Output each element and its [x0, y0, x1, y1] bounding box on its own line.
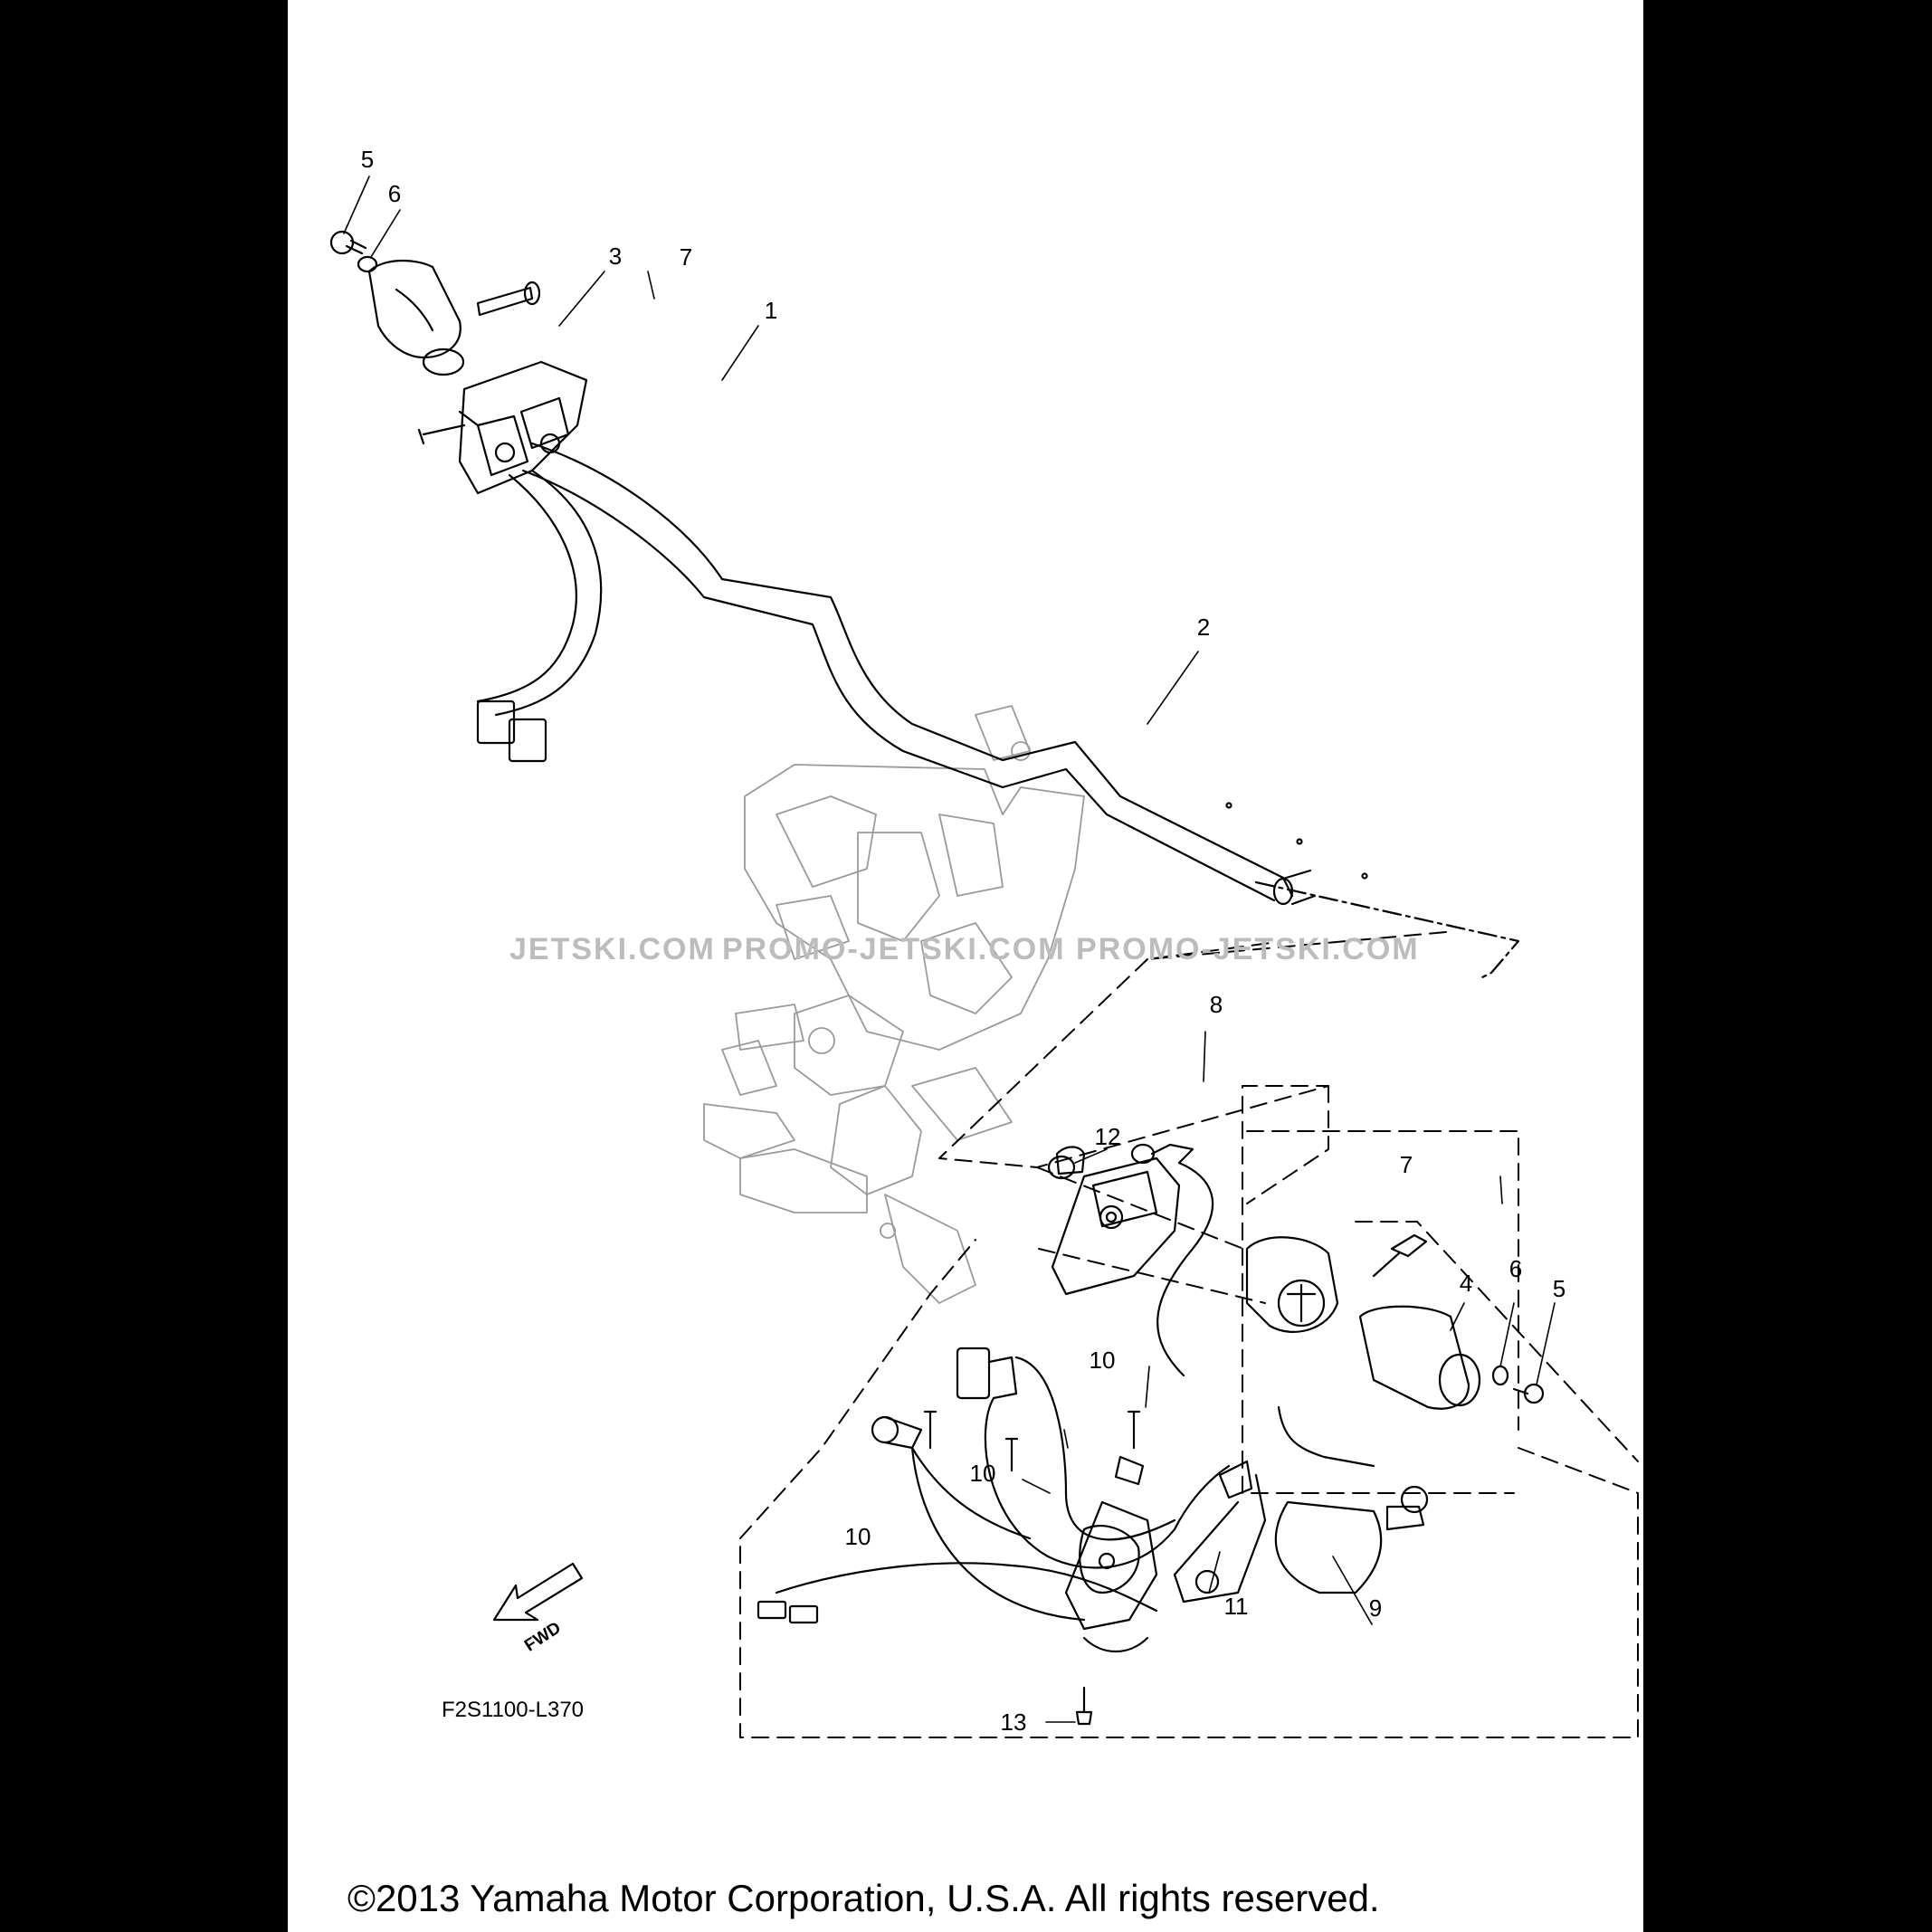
- callout-5-right: 5: [1552, 1275, 1566, 1302]
- diagram-sheet: JETSKI.COM PROMO-JETSKI.COM PROMO-JETSKI…: [288, 0, 1643, 1932]
- callout-13: 13: [1000, 1708, 1027, 1736]
- callout-3: 3: [608, 243, 623, 270]
- callout-6-left: 6: [387, 180, 402, 207]
- callout-7-left: 7: [679, 243, 693, 271]
- callout-2: 2: [1196, 614, 1211, 641]
- callout-10-left: 10: [844, 1523, 871, 1550]
- exploded-parts-drawing: [329, 176, 1639, 1738]
- lanyard-clip: [1274, 1405, 1429, 1594]
- callout-5-left: 5: [360, 146, 375, 173]
- callout-12: 12: [1094, 1123, 1121, 1150]
- left-harness: [476, 469, 603, 763]
- callout-9: 9: [1368, 1594, 1383, 1622]
- small-screws: [923, 1146, 1145, 1486]
- switch-bracket: [1064, 1500, 1220, 1726]
- watermark-left: JETSKI.COM: [509, 932, 716, 966]
- steering-column-assembly: [703, 705, 1085, 1304]
- switch-wiring: [757, 1347, 1267, 1624]
- right-grip-group: [1245, 1233, 1545, 1410]
- left-grip-group: [329, 230, 541, 376]
- left-switch-housing: [417, 360, 588, 495]
- callout-leaders: [343, 176, 1556, 1723]
- copyright-notice: ©2013 Yamaha Motor Corporation, U.S.A. A…: [347, 1877, 1380, 1919]
- callout-11: 11: [1223, 1593, 1249, 1620]
- callout-10-top: 10: [1089, 1347, 1116, 1374]
- handlebar-right-leader: [1254, 880, 1520, 979]
- callout-10-middle: 10: [969, 1460, 996, 1487]
- fwd-arrow-icon: [492, 1562, 584, 1622]
- start-stop-switch-body: [1047, 1143, 1214, 1377]
- diagram-code: F2S1100-L370: [442, 1698, 585, 1722]
- callout-6-right: 6: [1508, 1255, 1523, 1282]
- handlebar: [521, 442, 1368, 906]
- callout-4: 4: [1459, 1270, 1473, 1297]
- callout-8: 8: [1209, 991, 1223, 1018]
- callout-1: 1: [764, 297, 778, 324]
- watermark-center: PROMO-JETSKI.COM PROMO-JETSKI.COM: [722, 932, 1420, 966]
- assembly-8-dashed-outline: [938, 931, 1515, 1494]
- callout-7-right: 7: [1399, 1151, 1413, 1178]
